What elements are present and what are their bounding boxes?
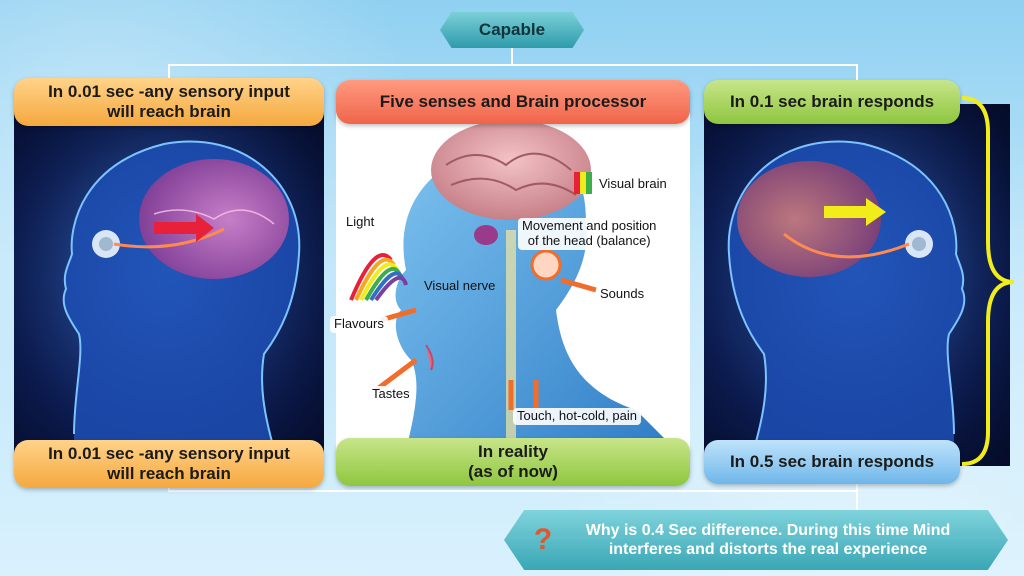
footer-banner: Why is 0.4 Sec difference. During this t… xyxy=(504,510,1008,570)
left-brain-panel xyxy=(14,104,324,466)
connector-top-horizontal xyxy=(168,64,858,66)
question-mark-icon: ? xyxy=(533,523,553,556)
center-head-illustration xyxy=(349,120,676,450)
label-flavours: Flavours xyxy=(330,316,388,333)
label-movement: Movement and position of the head (balan… xyxy=(518,218,661,250)
connector-left-top xyxy=(168,64,170,80)
left-head-illustration xyxy=(14,104,324,466)
connector-top-vertical xyxy=(511,48,513,66)
footer-text: Why is 0.4 Sec difference. During this t… xyxy=(585,521,951,558)
label-visual-nerve: Visual nerve xyxy=(424,278,496,293)
connector-bottom-horizontal xyxy=(168,490,858,492)
label-sounds: Sounds xyxy=(596,286,649,303)
connector-right-top xyxy=(856,64,858,80)
right-top-label: In 0.1 sec brain responds xyxy=(704,80,960,124)
center-bottom-label: In reality (as of now) xyxy=(336,438,690,486)
label-tastes: Tastes xyxy=(368,386,414,403)
label-touch: Touch, hot-cold, pain xyxy=(513,408,641,425)
right-head-illustration xyxy=(704,104,1010,466)
yellow-brace xyxy=(961,96,1015,466)
left-red-arrow xyxy=(154,214,214,242)
capable-tag: Capable xyxy=(440,12,584,48)
connector-left-bottom xyxy=(168,484,170,492)
left-top-label: In 0.01 sec -any sensory input will reac… xyxy=(14,78,324,126)
right-yellow-arrow xyxy=(824,198,886,226)
right-bottom-label: In 0.5 sec brain responds xyxy=(704,440,960,484)
label-light: Light xyxy=(342,214,379,231)
center-title: Five senses and Brain processor xyxy=(336,80,690,124)
right-brain-panel xyxy=(704,104,1010,466)
label-visual-brain: Visual brain xyxy=(595,176,671,193)
connector-right-bottom xyxy=(856,484,858,510)
left-bottom-label: In 0.01 sec -any sensory input will reac… xyxy=(14,440,324,488)
